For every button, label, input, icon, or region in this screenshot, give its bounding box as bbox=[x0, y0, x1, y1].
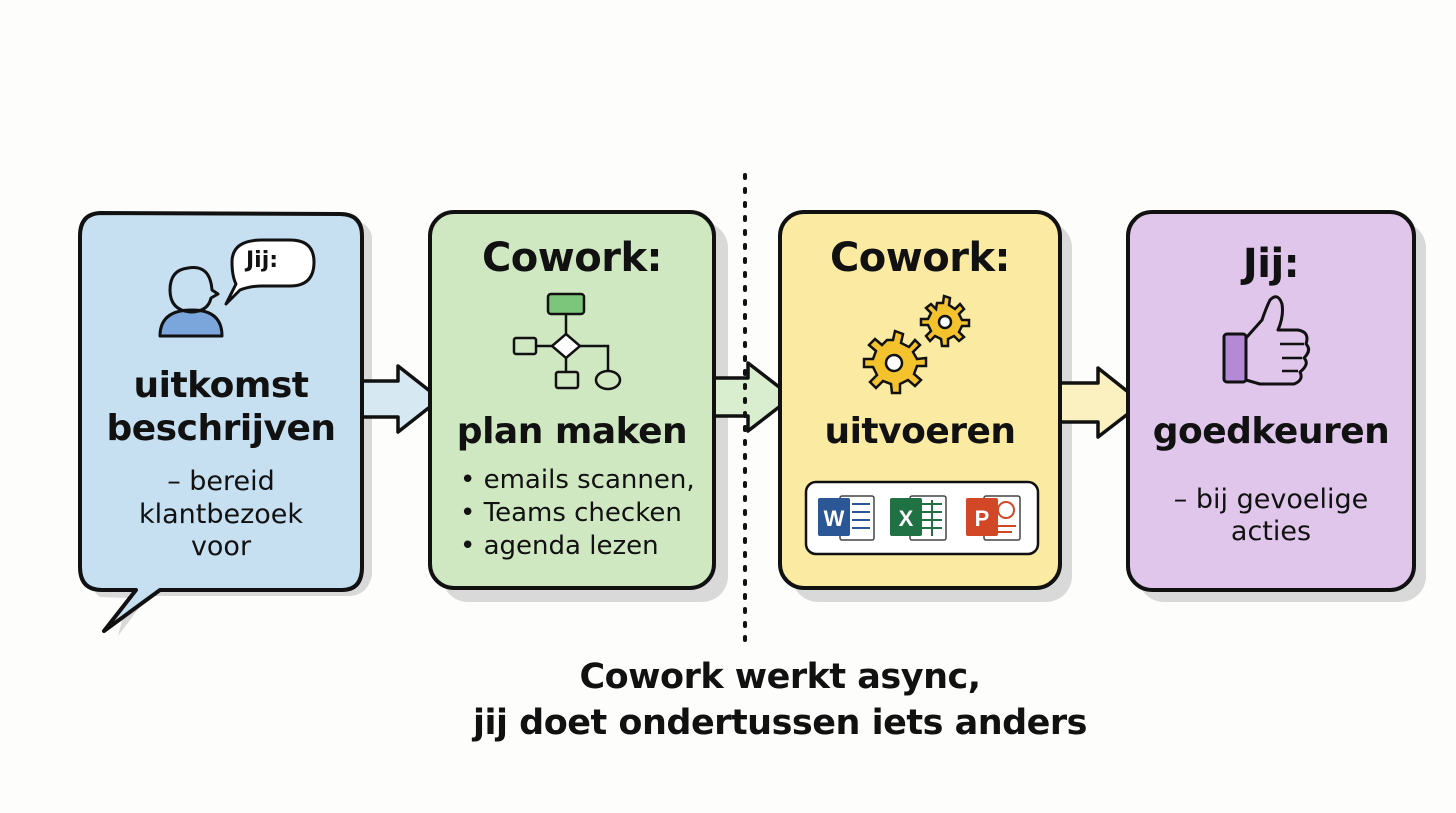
step-1-text: uitkomst beschrijven – bereid klantbezoe… bbox=[82, 364, 360, 564]
bubble-label: Jij: bbox=[246, 248, 279, 273]
footer-line-2: jij doet ondertussen iets anders bbox=[473, 702, 1088, 743]
step-1-detail-line-2: klantbezoek bbox=[138, 498, 304, 530]
step-4-detail-line-2: acties bbox=[1230, 516, 1312, 548]
step-2-list: emails scannen, Teams checken agenda lez… bbox=[460, 464, 695, 562]
person-speaking-icon bbox=[158, 265, 224, 338]
step-3-heading: Cowork: bbox=[829, 235, 1011, 281]
powerpoint-icon bbox=[966, 495, 1021, 541]
excel-letter: X bbox=[899, 506, 914, 531]
gears-icon bbox=[862, 294, 971, 395]
step-4-detail: – bij gevoelige acties bbox=[1128, 484, 1414, 549]
footer-caption: Cowork werkt async, jij doet ondertussen… bbox=[380, 655, 1180, 746]
step-4-title: goedkeuren bbox=[1152, 411, 1390, 452]
step-4-heading: Jij: bbox=[1242, 241, 1300, 287]
step-1-title-line-2: beschrijven bbox=[106, 408, 336, 450]
list-item: Teams checken bbox=[460, 497, 695, 530]
word-letter: W bbox=[824, 506, 845, 531]
step-3-title: uitvoeren bbox=[824, 411, 1016, 452]
office-apps bbox=[804, 480, 1040, 556]
flowchart-icon bbox=[512, 292, 622, 391]
step-1-title-line-1: uitkomst bbox=[133, 365, 309, 406]
list-item: agenda lezen bbox=[460, 530, 695, 563]
excel-icon bbox=[890, 495, 947, 541]
step-box-approve bbox=[1126, 210, 1416, 592]
step-1-detail-line-3: voor bbox=[190, 531, 252, 563]
list-item: emails scannen, bbox=[460, 464, 695, 497]
step-box-describe bbox=[78, 211, 364, 633]
thumbs-up-icon bbox=[1222, 295, 1311, 386]
footer-line-1: Cowork werkt async, bbox=[579, 657, 981, 697]
step-2-title: plan maken bbox=[456, 411, 688, 452]
speech-bubble bbox=[224, 238, 316, 306]
word-icon bbox=[818, 495, 875, 541]
step-1-detail-line-1: – bereid bbox=[167, 466, 275, 498]
step-2-heading: Cowork: bbox=[481, 235, 663, 281]
step-4-detail-line-1: – bij gevoelige bbox=[1173, 484, 1369, 515]
powerpoint-letter: P bbox=[975, 506, 990, 531]
